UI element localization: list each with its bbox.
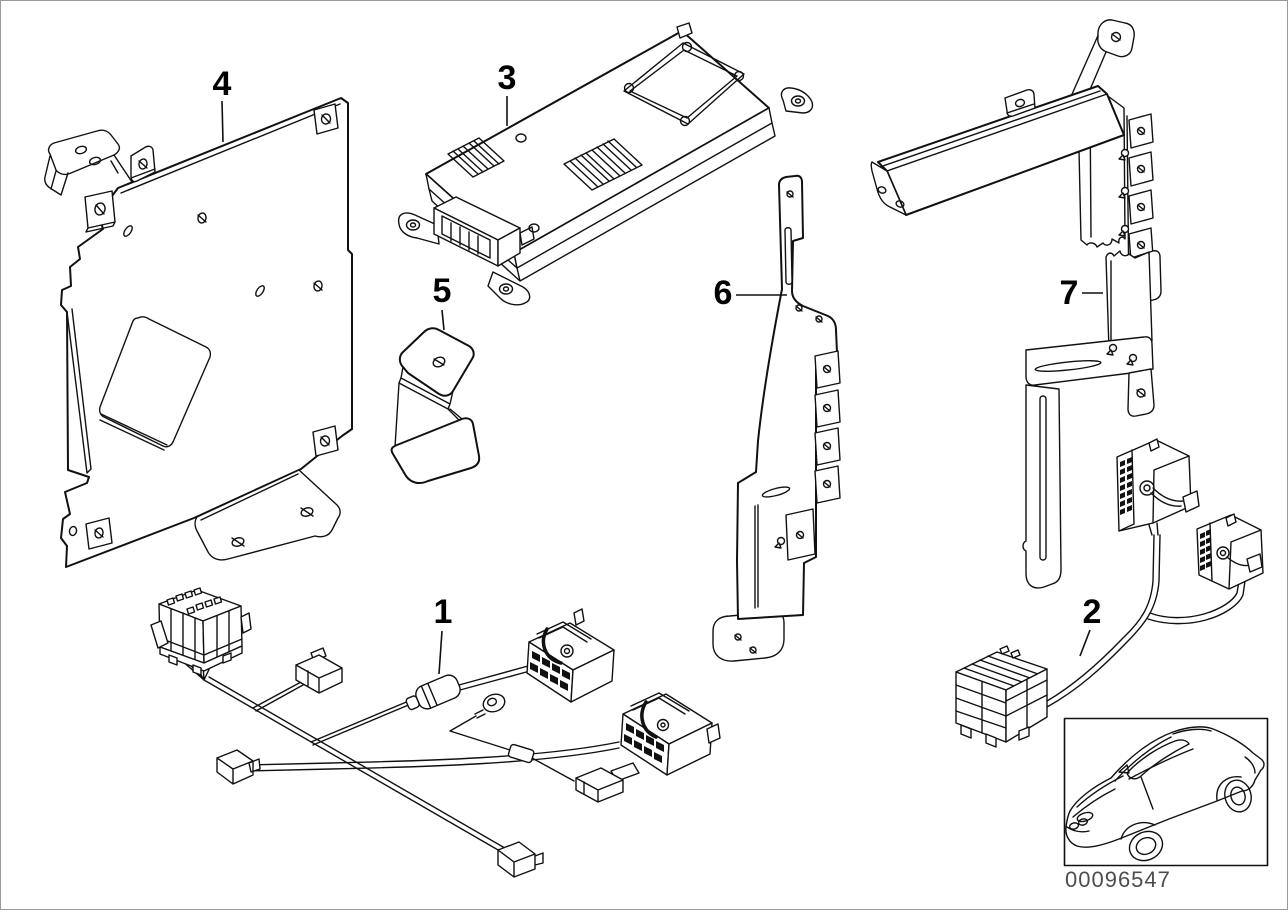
part-2-connector-cable-drawing[interactable]: [956, 439, 1263, 747]
thumbnail-frame: [1065, 719, 1268, 866]
part-1-wiring-harness-drawing[interactable]: [151, 588, 720, 877]
callout-leader-lines: [222, 96, 1103, 674]
callout-part-3[interactable]: 3: [497, 59, 517, 97]
callout-part-2[interactable]: 2: [1082, 593, 1102, 631]
callout-part-6[interactable]: 6: [713, 274, 733, 312]
part-4-mounting-plate-drawing[interactable]: [45, 98, 352, 567]
car-outline-icon: [1066, 727, 1264, 866]
part-5-small-bracket-drawing[interactable]: [392, 328, 480, 483]
callout-part-5[interactable]: 5: [432, 272, 452, 310]
callout-part-4[interactable]: 4: [212, 65, 232, 103]
car-thumbnail: [1065, 719, 1268, 866]
callout-part-7[interactable]: 7: [1059, 274, 1079, 312]
part-6-vertical-bracket-drawing[interactable]: [713, 176, 840, 661]
part-7-bracket-assembly-drawing[interactable]: [871, 20, 1161, 588]
callout-part-1[interactable]: 1: [433, 593, 453, 631]
image-number: 00096547: [1065, 867, 1171, 892]
part-3-telematics-module-drawing[interactable]: [399, 23, 813, 305]
